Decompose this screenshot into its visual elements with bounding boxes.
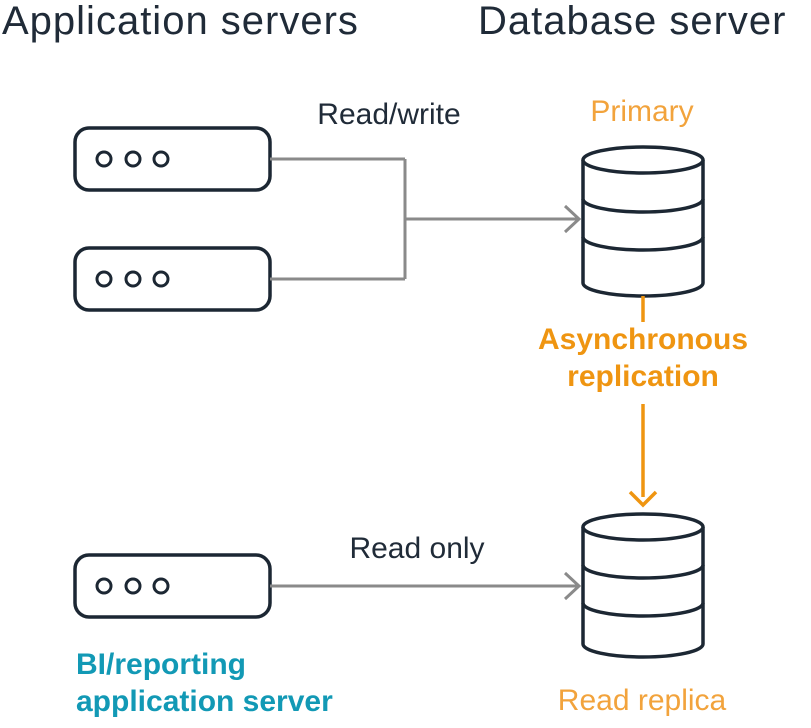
bi-app-server-icon — [73, 553, 272, 619]
app-server-icon-1 — [73, 126, 272, 192]
bi-reporting-label: BI/reporting application server — [76, 648, 333, 718]
primary-database-icon — [581, 145, 705, 298]
arrow-down-icon — [628, 490, 658, 508]
read-replica-label: Read replica — [557, 684, 727, 717]
read-write-connector — [270, 157, 582, 281]
heading-database-server: Database server — [478, 0, 787, 43]
arrow-right-icon — [563, 204, 582, 234]
arrow-right-icon — [563, 571, 582, 601]
read-write-label: Read/write — [317, 98, 461, 131]
read-only-connector — [270, 571, 582, 601]
primary-label: Primary — [590, 95, 694, 128]
async-replication-label: Asynchronous replication — [537, 323, 749, 393]
app-server-icon-2 — [73, 246, 272, 312]
heading-application-servers: Application servers — [2, 0, 359, 43]
read-replica-database-icon — [581, 512, 705, 659]
async-replication-arrow — [628, 296, 658, 508]
read-only-label: Read only — [349, 532, 485, 565]
